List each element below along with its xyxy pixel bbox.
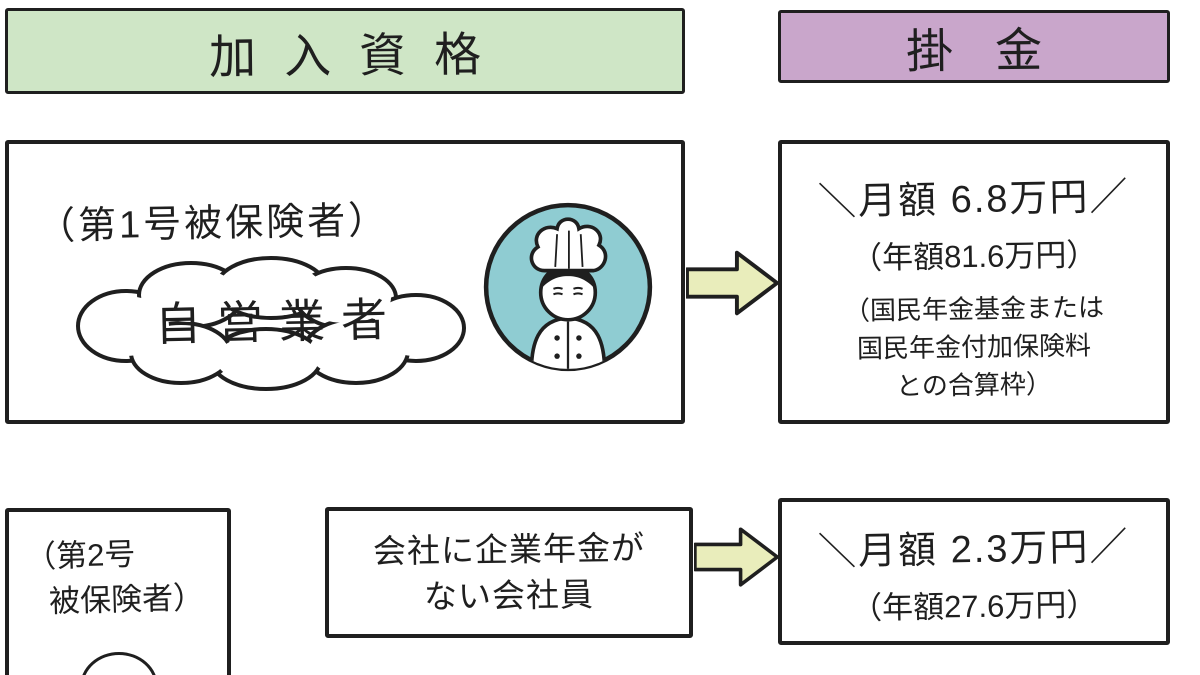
row1-note-line2: 国民年金付加保険料 <box>856 330 1092 364</box>
row1-contribution-box: ＼月額 6.8万円／ （年額81.6万円） （国民年金基金または 国民年金付加保… <box>778 140 1170 424</box>
row2-contribution-box: ＼月額 2.3万円／ （年額27.6万円） <box>778 498 1170 645</box>
row1-note-line1: （国民年金基金または <box>843 292 1105 326</box>
row2-insured-type-line1: （第2号 <box>24 536 136 575</box>
right-arrow-icon <box>685 247 780 319</box>
row2-annual-amount: （年額27.6万円） <box>850 586 1098 626</box>
row1-note-line3: との合算枠） <box>895 368 1053 402</box>
row2-insured-type-line2: 被保険者） <box>48 579 205 620</box>
row1-monthly-amount: ＼月額 6.8万円／ <box>818 176 1131 224</box>
chef-icon <box>477 196 659 378</box>
row1-insured-type-label: （第1号被保険者） <box>36 199 390 249</box>
header-eligibility: 加入資格 <box>5 8 685 94</box>
header-contribution-label: 掛金 <box>905 22 1085 78</box>
row2-insured-type-box: （第2号 被保険者） <box>5 508 231 675</box>
row1-occupation-label: 自営業者 <box>154 293 404 351</box>
row2-eligibility-line2: ない会社員 <box>423 575 595 615</box>
row2-monthly-amount: ＼月額 2.3万円／ <box>818 525 1131 574</box>
header-contribution: 掛金 <box>778 10 1170 83</box>
row1-note: （国民年金基金または 国民年金付加保険料 との合算枠） <box>844 290 1104 404</box>
row1-eligibility-box: （第1号被保険者） <box>5 140 685 424</box>
right-arrow-icon <box>693 522 780 592</box>
cloud-shape-icon <box>76 256 466 391</box>
speech-cloud: 自営業者 <box>69 248 473 398</box>
header-eligibility-label: 加入資格 <box>208 26 510 83</box>
row2-eligibility-box: 会社に企業年金が ない会社員 <box>325 507 693 638</box>
row1-annual-amount: （年額81.6万円） <box>850 237 1098 276</box>
row2-eligibility-line1: 会社に企業年金が <box>372 528 646 570</box>
